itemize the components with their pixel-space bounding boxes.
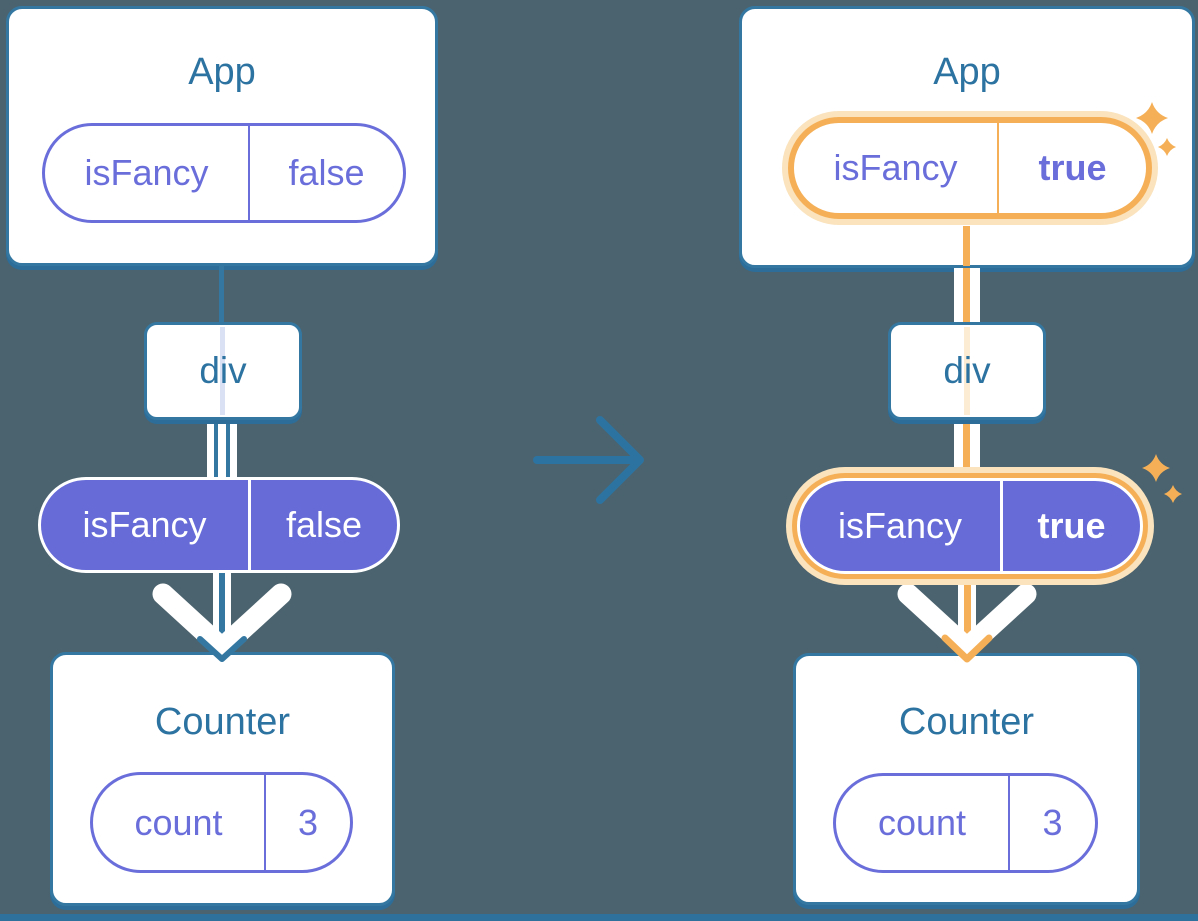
pill-key-cell: isFancy	[800, 481, 1000, 571]
right-arrowhead-icon	[941, 634, 993, 663]
sparkle-large-icon	[1142, 454, 1170, 482]
right-app-inner-connector	[963, 226, 970, 266]
right-connector-core-2	[963, 420, 970, 482]
app-sparkles-icon	[1136, 102, 1176, 156]
right-connector-core-1	[963, 268, 970, 322]
pill-key-cell: isFancy	[41, 480, 248, 570]
left-div-label: div	[199, 350, 247, 391]
pill-value: false	[288, 152, 365, 193]
left-connector-line-1	[214, 420, 218, 482]
right-counter-title: Counter	[898, 701, 1035, 743]
pill-value-cell: false	[248, 480, 397, 570]
pill-value-cell: false	[248, 126, 403, 220]
pill-key: isFancy	[84, 152, 209, 193]
pill-value-cell: 3	[264, 775, 350, 870]
pill-value-cell: true	[997, 123, 1146, 213]
sparkle-large-icon	[1136, 102, 1168, 134]
pill-value-cell: true	[1000, 481, 1140, 571]
right-app-state-pill: isFancy true	[788, 117, 1152, 219]
left-connector-line-2	[226, 420, 230, 482]
transition-arrow-icon	[533, 416, 644, 504]
right-counter-state-pill: count 3	[833, 773, 1098, 873]
pill-key-cell: isFancy	[794, 123, 997, 213]
right-div-label: div	[943, 350, 991, 391]
left-counter-state-pill: count 3	[90, 772, 353, 873]
right-prop-pill: isFancy true	[797, 478, 1143, 574]
right-div-pass-through-line	[964, 327, 970, 415]
pill-value-cell: 3	[1008, 776, 1095, 870]
bottom-edge-strip	[0, 914, 1198, 921]
right-app-title: App	[933, 51, 1001, 93]
pill-key: count	[877, 802, 967, 843]
left-app-div-connector	[219, 266, 224, 322]
pill-value: true	[1037, 505, 1106, 546]
prop-sparkles-icon	[1142, 454, 1182, 503]
pill-value: 3	[1042, 802, 1063, 843]
left-app-title: App	[188, 51, 256, 93]
right-div-node: div	[888, 322, 1046, 420]
pill-key-cell: isFancy	[45, 126, 248, 220]
pill-value: 3	[297, 801, 319, 843]
pill-key-cell: count	[836, 776, 1008, 870]
left-arrowhead-icon	[197, 636, 247, 662]
pill-value: false	[285, 504, 363, 545]
right-flow-arrow	[897, 568, 1037, 663]
pill-value: true	[1038, 147, 1107, 188]
pill-key-cell: count	[93, 775, 264, 870]
left-prop-pill: isFancy false	[38, 477, 400, 573]
sparkle-small-icon	[1158, 138, 1176, 156]
left-flow-arrow	[152, 568, 292, 662]
pill-key: isFancy	[82, 504, 207, 545]
left-counter-title: Counter	[154, 701, 291, 743]
left-div-pass-through-line	[220, 327, 225, 415]
pill-key: count	[134, 801, 223, 843]
left-div-node: div	[144, 322, 302, 420]
sparkle-small-icon	[1164, 485, 1182, 503]
left-app-state-pill: isFancy false	[42, 123, 406, 223]
pill-key: isFancy	[833, 147, 958, 188]
pill-key: isFancy	[837, 505, 963, 546]
left-div-pill-connector	[207, 420, 237, 482]
